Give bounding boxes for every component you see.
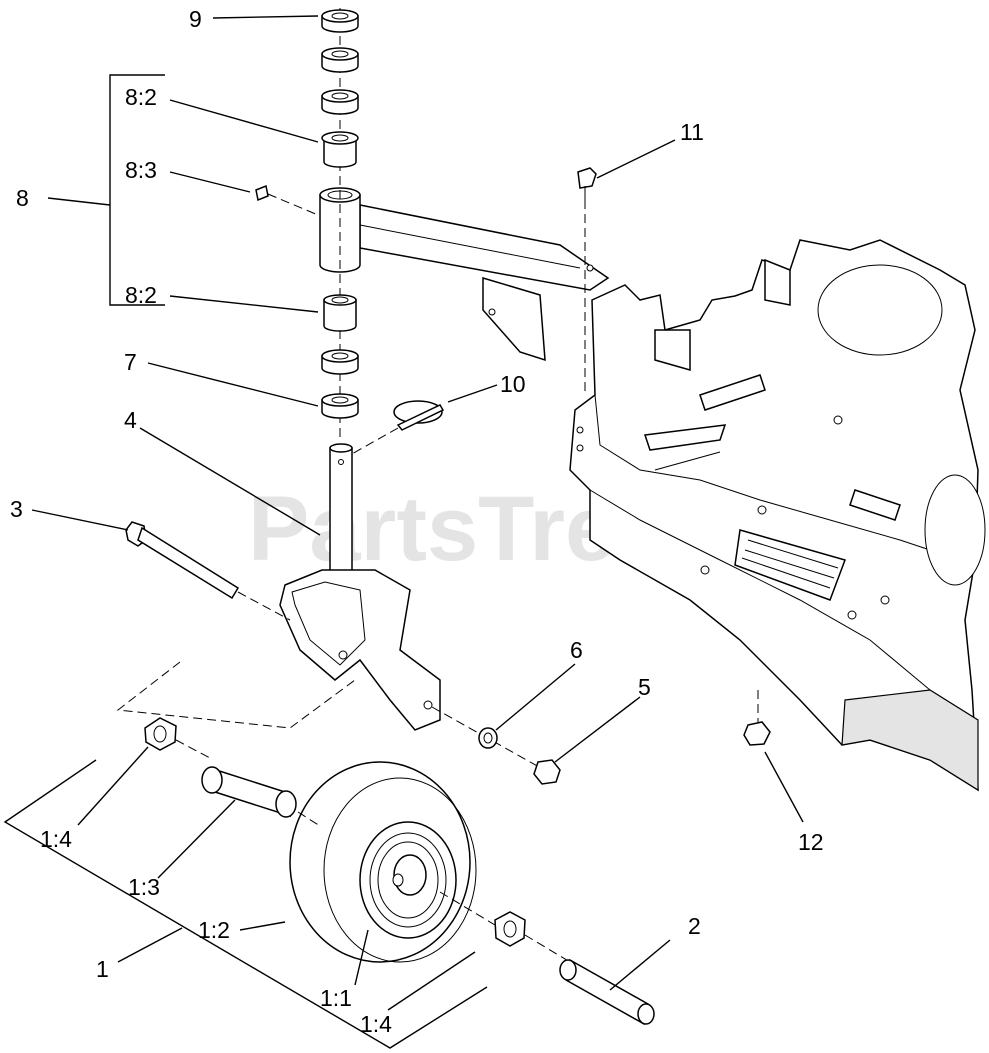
lynch-pin bbox=[349, 400, 445, 456]
mower-deck bbox=[569, 239, 986, 792]
callout-1-4-left: 1:4 bbox=[40, 826, 72, 852]
axle-pin-2 bbox=[559, 958, 655, 1026]
callout-1-2: 1:2 bbox=[198, 917, 230, 943]
callout-10: 10 bbox=[500, 371, 526, 397]
fitting-axis bbox=[267, 193, 319, 216]
leader-lines bbox=[3, 15, 804, 1049]
callout-4: 4 bbox=[124, 407, 137, 433]
callout-1-3: 1:3 bbox=[128, 874, 160, 900]
washer-6-hole bbox=[483, 732, 493, 744]
spacer-stack bbox=[321, 8, 359, 440]
callout-5: 5 bbox=[638, 674, 651, 700]
wheel-assembly bbox=[144, 717, 571, 963]
wheel-position-outline bbox=[116, 661, 356, 729]
caster-fork bbox=[279, 443, 441, 731]
callout-1-1: 1:1 bbox=[320, 985, 352, 1011]
caster-arm bbox=[319, 187, 610, 362]
callout-2: 2 bbox=[688, 913, 701, 939]
callout-1: 1 bbox=[96, 956, 109, 982]
nut-5 bbox=[533, 759, 561, 785]
callout-8: 8 bbox=[16, 185, 29, 211]
callout-8-2-bottom: 8:2 bbox=[125, 282, 157, 308]
bolt-11 bbox=[577, 167, 597, 395]
bolt-3 bbox=[125, 521, 291, 621]
callout-3: 3 bbox=[10, 496, 23, 522]
callout-7: 7 bbox=[124, 349, 137, 375]
callout-11: 11 bbox=[680, 119, 704, 145]
nut-12 bbox=[743, 721, 771, 746]
axle-bolt-axis bbox=[431, 706, 549, 773]
callout-8-3: 8:3 bbox=[125, 157, 157, 183]
callout-9: 9 bbox=[189, 6, 202, 32]
callout-8-2-top: 8:2 bbox=[125, 84, 157, 110]
callout-6: 6 bbox=[570, 637, 583, 663]
callout-1-4-right: 1:4 bbox=[360, 1011, 392, 1037]
grease-fitting bbox=[255, 184, 269, 202]
callout-12: 12 bbox=[798, 829, 824, 855]
